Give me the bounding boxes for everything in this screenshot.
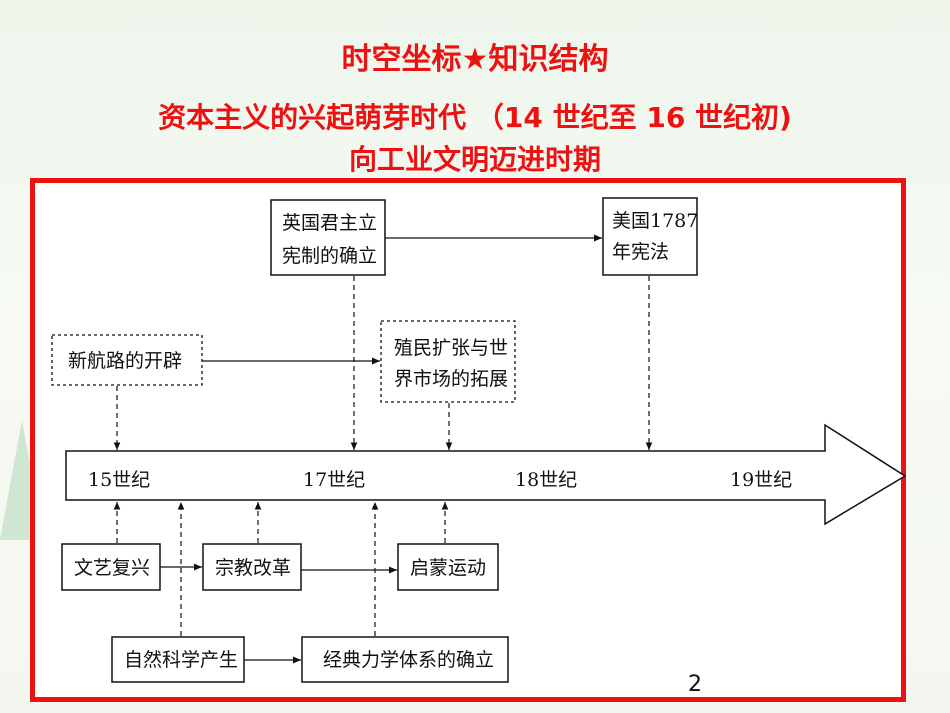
box-new-route-label: 新航路的开辟	[68, 350, 182, 372]
box-science-label: 自然科学产生	[124, 649, 238, 671]
box-renaissance-label: 文艺复兴	[74, 557, 150, 579]
box-colonial-line1: 殖民扩张与世	[394, 337, 508, 359]
box-reformation-frame	[202, 543, 302, 591]
timeline-arrow	[65, 423, 907, 526]
timeline-label-17: 17世纪	[303, 469, 365, 491]
box-england-line2: 宪制的确立	[282, 245, 377, 267]
timeline-label-19: 19世纪	[730, 469, 792, 491]
box-classical-label: 经典力学体系的确立	[323, 649, 494, 671]
box-enlightenment-frame	[397, 543, 499, 591]
box-enlightenment-label: 启蒙运动	[410, 557, 486, 579]
box-new-route-frame	[51, 334, 203, 386]
timeline-label-18: 18世纪	[515, 469, 577, 491]
box-renaissance-frame	[61, 543, 161, 591]
slide-title: 时空坐标★知识结构	[341, 42, 609, 77]
diagram-frame	[30, 178, 906, 702]
slide-subtitle-line1: 资本主义的兴起萌芽时代 （14 世纪至 16 世纪初)	[158, 101, 792, 134]
box-reformation-label: 宗教改革	[215, 557, 291, 579]
page-number: 2	[688, 672, 702, 697]
slide-subtitle-line2: 向工业文明迈进时期	[348, 143, 601, 176]
timeline-label-15: 15世纪	[88, 469, 150, 491]
box-classical-frame	[301, 636, 509, 683]
box-colonial-frame	[380, 320, 516, 403]
box-usa-line2: 年宪法	[612, 241, 669, 263]
box-usa-frame	[602, 197, 698, 276]
box-colonial-line2: 界市场的拓展	[394, 368, 508, 390]
box-usa-line1: 美国1787	[612, 210, 698, 232]
box-england-line1: 英国君主立	[282, 212, 377, 234]
box-science-frame	[111, 636, 245, 683]
